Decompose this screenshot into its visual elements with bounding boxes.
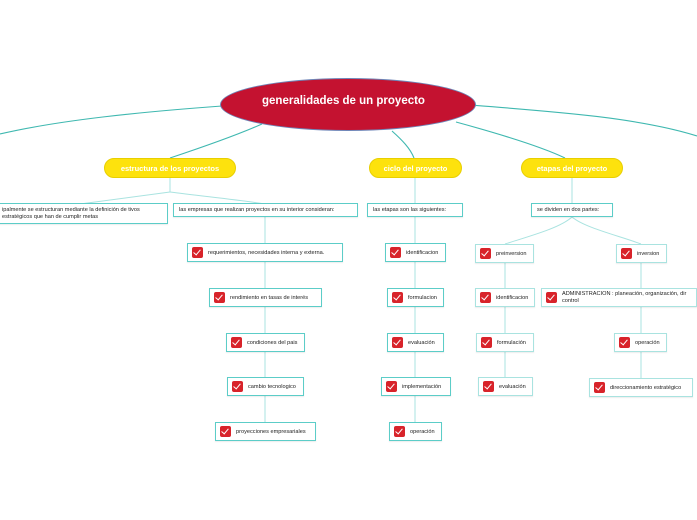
checkbox-checked-icon [619, 337, 630, 348]
note-ciclo-text: las etapas son las siguientes: [373, 207, 447, 213]
task-estructura-1-label: requerimientos, necesidades interna y ex… [208, 249, 325, 256]
task-estructura-5-label: proyecciones empresariales [236, 428, 306, 435]
central-topic[interactable]: generalidades de un proyecto [220, 78, 476, 131]
task-ciclo-1-label: identificacion [406, 249, 439, 256]
task-ciclo-3[interactable]: evaluación [387, 333, 444, 352]
task-preinversion-2-label: formulación [497, 339, 526, 346]
task-preinversion-1[interactable]: identificacion [475, 288, 535, 307]
branch-ciclo-label: ciclo del proyecto [383, 163, 448, 173]
task-ciclo-5-label: operación [410, 428, 435, 435]
task-inversion-2-label: operación [635, 339, 660, 346]
checkbox-checked-icon [232, 381, 243, 392]
task-inversion[interactable]: inversion [616, 244, 667, 263]
task-estructura-2-label: rendimiento en tasas de interés [230, 294, 309, 301]
task-preinversion-1-label: identificacion [496, 294, 529, 301]
task-ciclo-4-label: implementación [402, 383, 442, 390]
branch-ciclo[interactable]: ciclo del proyecto [369, 158, 462, 178]
checkbox-checked-icon [480, 248, 491, 259]
task-inversion-1[interactable]: ADMINISTRACION : planeación, organizació… [541, 288, 697, 307]
note-ciclo[interactable]: las etapas son las siguientes: [367, 203, 463, 217]
task-ciclo-2[interactable]: formulacion [387, 288, 444, 307]
task-ciclo-5[interactable]: operación [389, 422, 442, 441]
branch-etapas[interactable]: etapas del proyecto [521, 158, 623, 178]
checkbox-checked-icon [394, 426, 405, 437]
task-inversion-2[interactable]: operación [614, 333, 667, 352]
task-ciclo-4[interactable]: implementación [381, 377, 451, 396]
task-ciclo-2-label: formulacion [408, 294, 437, 301]
task-estructura-1[interactable]: requerimientos, necesidades interna y ex… [187, 243, 343, 262]
task-preinversion-2[interactable]: formulación [476, 333, 534, 352]
note-etapas-text: se dividen en dos partes: [537, 207, 600, 213]
checkbox-checked-icon [483, 381, 494, 392]
task-preinversion-3-label: evaluación [499, 383, 526, 390]
checkbox-checked-icon [594, 382, 605, 393]
note-estructura-left[interactable]: ipalmente se estructuran mediante la def… [0, 203, 168, 224]
task-preinversion[interactable]: preinversion [475, 244, 534, 263]
task-preinversion-label: preinversion [496, 250, 527, 257]
task-estructura-4-label: cambio tecnologico [248, 383, 296, 390]
checkbox-checked-icon [392, 292, 403, 303]
checkbox-checked-icon [480, 292, 491, 303]
note-estructura-right-text: las empresas que realizan proyectos en s… [179, 207, 335, 213]
task-inversion-3[interactable]: direccionamiento estratégico [589, 378, 693, 397]
task-ciclo-3-label: evaluación [408, 339, 435, 346]
central-topic-label: generalidades de un proyecto [262, 95, 425, 107]
note-estructura-left-text: ipalmente se estructuran mediante la def… [2, 207, 140, 220]
branch-estructura-label: estructura de los proyectos [120, 163, 220, 173]
task-preinversion-3[interactable]: evaluación [478, 377, 533, 396]
task-estructura-2[interactable]: rendimiento en tasas de interés [209, 288, 322, 307]
task-inversion-1-label: ADMINISTRACION : planeación, organizació… [562, 291, 687, 304]
checkbox-checked-icon [386, 381, 397, 392]
checkbox-checked-icon [231, 337, 242, 348]
note-estructura-right[interactable]: las empresas que realizan proyectos en s… [173, 203, 358, 217]
task-inversion-3-label: direccionamiento estratégico [610, 384, 682, 391]
checkbox-checked-icon [546, 292, 557, 303]
task-ciclo-1[interactable]: identificacion [385, 243, 446, 262]
branch-etapas-label: etapas del proyecto [536, 163, 608, 173]
checkbox-checked-icon [214, 292, 225, 303]
note-etapas[interactable]: se dividen en dos partes: [531, 203, 613, 217]
checkbox-checked-icon [390, 247, 401, 258]
checkbox-checked-icon [392, 337, 403, 348]
checkbox-checked-icon [192, 247, 203, 258]
checkbox-checked-icon [621, 248, 632, 259]
checkbox-checked-icon [220, 426, 231, 437]
task-estructura-3-label: condiciones del pais [247, 339, 298, 346]
task-estructura-5[interactable]: proyecciones empresariales [215, 422, 316, 441]
task-inversion-label: inversion [637, 250, 660, 257]
checkbox-checked-icon [481, 337, 492, 348]
task-estructura-3[interactable]: condiciones del pais [226, 333, 305, 352]
branch-estructura[interactable]: estructura de los proyectos [104, 158, 236, 178]
task-estructura-4[interactable]: cambio tecnologico [227, 377, 304, 396]
